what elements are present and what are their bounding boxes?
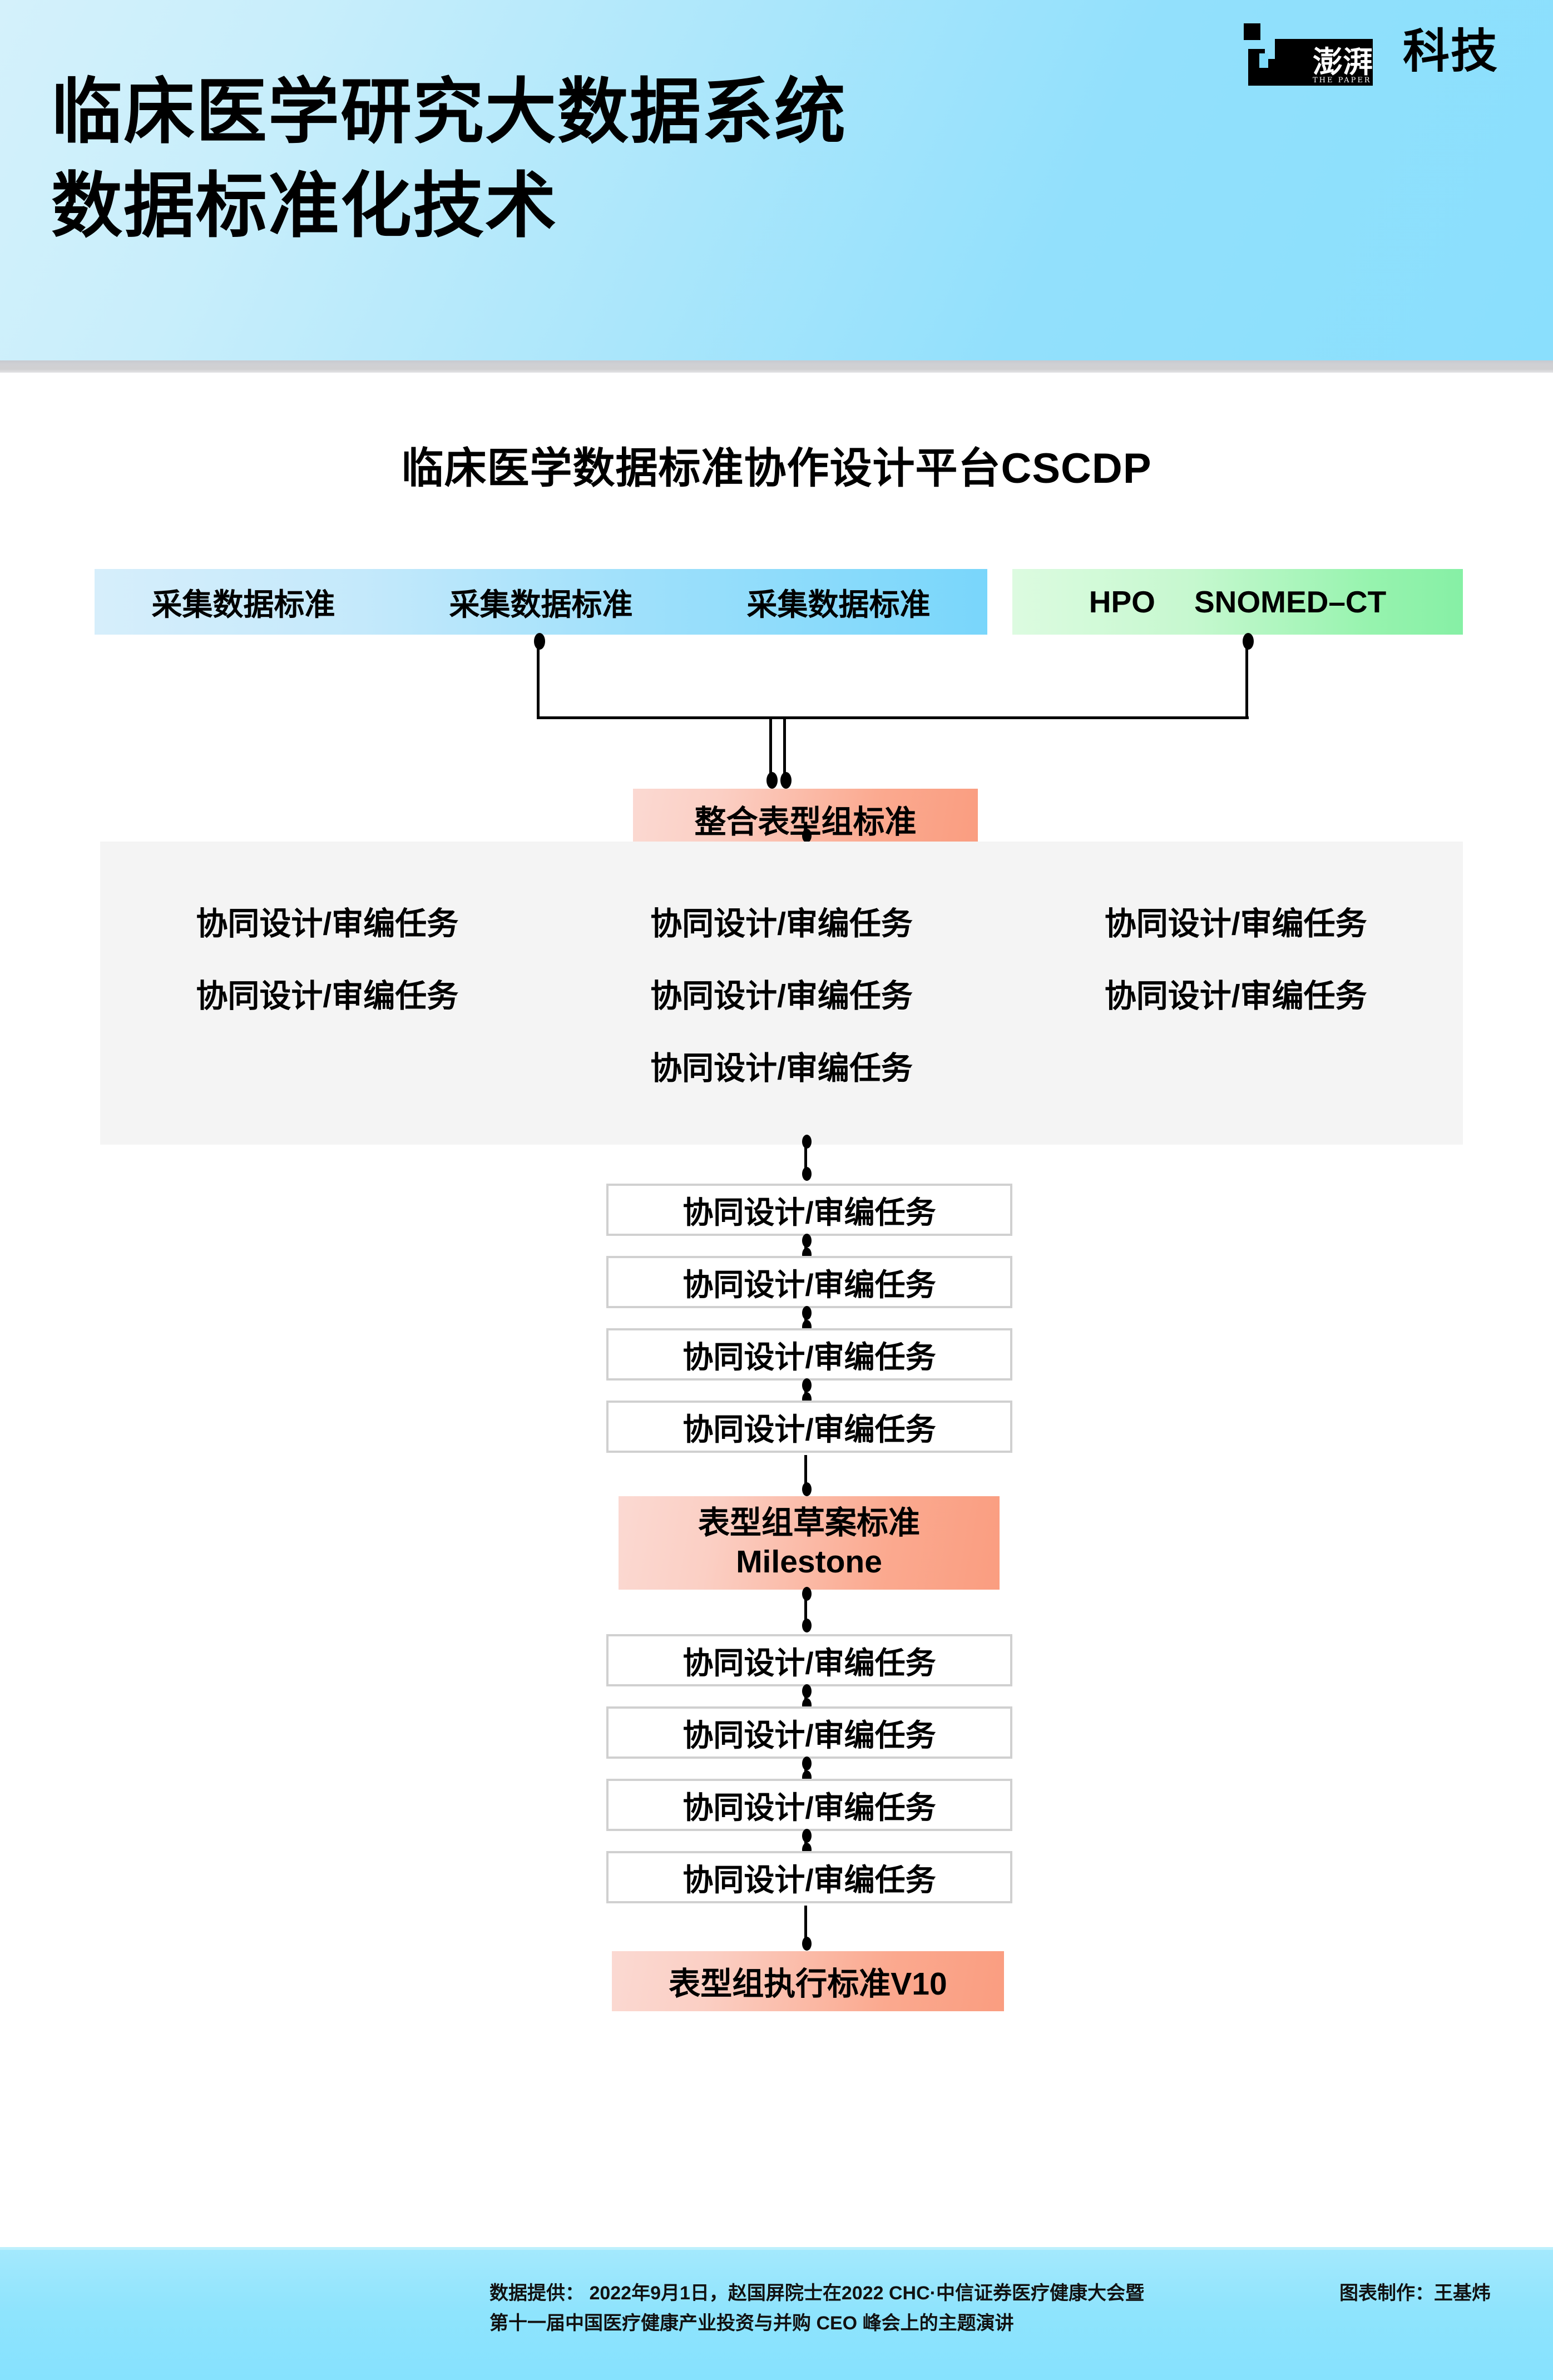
- the-paper-logo: 澎湃 THE PAPER 科技: [1235, 20, 1513, 98]
- connector-dot: [802, 1306, 812, 1320]
- collection-standard-item: 采集数据标准: [151, 587, 335, 622]
- collaboration-task: 协同设计/审编任务: [1104, 906, 1367, 942]
- connector-dot: [802, 1756, 812, 1770]
- connector-dot: [534, 633, 545, 650]
- header-divider: [0, 360, 1553, 373]
- collaboration-task: 协同设计/审编任务: [196, 906, 459, 942]
- connector-dot: [1243, 633, 1254, 650]
- connector-line: [783, 716, 786, 778]
- logo-brand-text: 澎湃: [1313, 44, 1373, 80]
- connector-line: [804, 1590, 807, 1624]
- connector-line: [769, 716, 772, 778]
- logo-suffix-text: 科技: [1403, 25, 1499, 77]
- collection-standard-item: 采集数据标准: [746, 587, 931, 622]
- milestone-label-primary: 表型组草案标准: [698, 1505, 920, 1541]
- collaboration-panel: 协同设计/审编任务 协同设计/审编任务 协同设计/审编任务 协同设计/审编任务 …: [100, 842, 1463, 1145]
- page-header: 临床医学研究大数据系统 数据标准化技术 澎湃 THE PAPER 科技: [0, 0, 1553, 362]
- task-box: 协同设计/审编任务: [606, 1401, 1012, 1453]
- task-box: 协同设计/审编任务: [606, 1634, 1012, 1686]
- collaboration-task: 协同设计/审编任务: [650, 1050, 913, 1086]
- connector-line: [537, 716, 1249, 719]
- task-box: 协同设计/审编任务: [606, 1328, 1012, 1381]
- connector-dot: [802, 829, 812, 843]
- connector-line: [804, 1145, 807, 1177]
- final-node-label: 表型组执行标准V10: [669, 1966, 947, 2002]
- footer-credit: 图表制作：王基炜: [1339, 2283, 1491, 2304]
- collaboration-task: 协同设计/审编任务: [196, 978, 459, 1014]
- task-box: 协同设计/审编任务: [606, 1706, 1012, 1759]
- task-box: 协同设计/审编任务: [606, 1184, 1012, 1236]
- connector-dot: [802, 1684, 812, 1698]
- ontology-band: HPO SNOMED–CT: [1012, 569, 1463, 635]
- footer-source-line-1: 数据提供： 2022年9月1日，赵国屏院士在2022 CHC·中信证券医疗健康大…: [489, 2283, 1144, 2304]
- ontology-item-snomed: SNOMED–CT: [1194, 585, 1387, 619]
- logo-latin-text: THE PAPER: [1313, 76, 1372, 85]
- connector-dot: [780, 772, 792, 789]
- connector-dot: [802, 1619, 812, 1632]
- connector-line: [804, 1455, 807, 1492]
- collaboration-task: 协同设计/审编任务: [650, 906, 913, 942]
- connector-dot: [802, 1167, 812, 1181]
- connector-dot: [802, 1234, 812, 1248]
- connector-dot: [802, 1482, 812, 1496]
- collaboration-task: 协同设计/审编任务: [650, 978, 913, 1014]
- connector-dot: [802, 1378, 812, 1392]
- diagram-canvas: 临床医学数据标准协作设计平台CSCDP 采集数据标准 采集数据标准 采集数据标准…: [0, 373, 1553, 2247]
- collaboration-row: 协同设计/审编任务 协同设计/审编任务 协同设计/审编任务: [100, 885, 1463, 957]
- connector-dot: [802, 1937, 812, 1951]
- collection-standards-band: 采集数据标准 采集数据标准 采集数据标准: [95, 569, 987, 635]
- task-box: 协同设计/审编任务: [606, 1851, 1012, 1903]
- connector-line: [1245, 640, 1248, 718]
- connector-line: [804, 1906, 807, 1946]
- collection-standard-item: 采集数据标准: [449, 587, 633, 622]
- footer-text-block: 图表制作：王基炜 数据提供： 2022年9月1日，赵国屏院士在2022 CHC·…: [489, 2279, 1491, 2338]
- milestone-label-secondary: Milestone: [736, 1544, 882, 1580]
- ontology-item-hpo: HPO: [1089, 585, 1155, 619]
- final-node: 表型组执行标准V10: [612, 1951, 1004, 2011]
- connector-dot: [802, 1135, 812, 1149]
- connector-dot: [766, 772, 778, 789]
- collaboration-task: 协同设计/审编任务: [1104, 978, 1367, 1014]
- the-paper-logo-mark: 澎湃 THE PAPER: [1244, 23, 1373, 86]
- connector-dot: [802, 1829, 812, 1843]
- milestone-node: 表型组草案标准 Milestone: [619, 1496, 1000, 1590]
- connector-line: [537, 640, 540, 718]
- footer-source-line-2: 第十一届中国医疗健康产业投资与并购 CEO 峰会上的主题演讲: [489, 2312, 1014, 2334]
- connector-dot: [802, 1587, 812, 1601]
- collaboration-row: 协同设计/审编任务 协同设计/审编任务 协同设计/审编任务: [100, 957, 1463, 1030]
- page-title: 临床医学研究大数据系统 数据标准化技术: [51, 72, 847, 246]
- diagram-title: 临床医学数据标准协作设计平台CSCDP: [401, 445, 1152, 492]
- page-footer: 图表制作：王基炜 数据提供： 2022年9月1日，赵国屏院士在2022 CHC·…: [0, 2247, 1553, 2380]
- task-box: 协同设计/审编任务: [606, 1779, 1012, 1831]
- task-box: 协同设计/审编任务: [606, 1256, 1012, 1308]
- collaboration-row: 协同设计/审编任务: [100, 1030, 1463, 1102]
